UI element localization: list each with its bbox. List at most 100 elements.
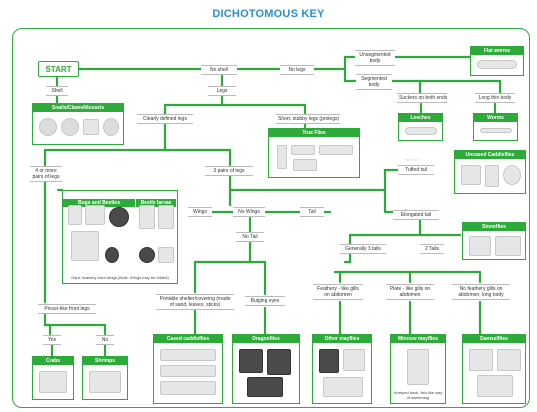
tail-label[interactable]: Tail <box>300 207 324 217</box>
no-label[interactable]: No <box>96 335 114 345</box>
card-title: Crabs <box>33 357 73 365</box>
start-node[interactable]: START <box>38 61 79 77</box>
four-or-more-legs-label[interactable]: 4 or more pairs of legs <box>30 166 62 182</box>
three-pairs-legs-label[interactable]: 3 pairs of legs <box>205 166 253 176</box>
card-title: Worms <box>474 114 517 122</box>
shell-illustration <box>103 118 119 136</box>
suckers-label[interactable]: Suckers on both ends <box>397 93 448 103</box>
card-title: Other mayflies <box>313 335 371 343</box>
fly-larva-1-illustration <box>277 145 287 169</box>
no-wings-label[interactable]: No Wings <box>233 207 265 217</box>
card-title: Shrimps <box>83 357 127 365</box>
elongated-tail-label[interactable]: Elongated tail <box>393 210 439 220</box>
no-legs-label[interactable]: No legs <box>280 65 314 75</box>
pincer-front-legs-label[interactable]: Pincer-like front legs <box>38 304 96 314</box>
card-title: Damselflies <box>463 335 525 343</box>
water-scorpion-illustration <box>71 231 99 261</box>
card-other-mayflies[interactable]: Other mayflies <box>312 334 372 404</box>
card-title: True Flies <box>269 129 359 137</box>
tufted-tail-label[interactable]: Tufted tail <box>398 165 434 175</box>
card-snails-clams-mussels[interactable]: Snails/Clams/Mussels <box>32 103 124 145</box>
card-uncased-caddisflies[interactable]: Uncased Caddisflies <box>454 150 526 194</box>
clam-illustration <box>61 118 79 136</box>
card-title: Uncased Caddisflies <box>455 151 525 159</box>
card-title: Snails/Clams/Mussels <box>33 104 123 112</box>
card-cased-caddisflies[interactable]: Cased caddisflies <box>153 334 223 404</box>
wings-label[interactable]: Wings <box>188 207 212 217</box>
yes-label[interactable]: Yes <box>43 335 61 345</box>
beetle-larva-3-illustration <box>158 247 174 263</box>
two-tails-label[interactable]: 2 Tails <box>420 244 444 254</box>
portable-shelter-label[interactable]: Portable shelter/covering (made of sand,… <box>156 294 234 310</box>
bulging-eyes-label[interactable]: Bulging eyes <box>245 296 285 306</box>
damselfly-3-illustration <box>477 375 513 397</box>
caddisfly-larva-3-illustration <box>503 165 521 185</box>
damselfly-1-illustration <box>469 349 493 371</box>
card-leeches[interactable]: Leeches <box>398 113 443 141</box>
fly-larva-3-illustration <box>319 145 353 155</box>
plate-gills-label[interactable]: Plate - like gills on abdomen <box>386 284 434 300</box>
cased-caddisfly-1-illustration <box>160 349 216 361</box>
shell-label[interactable]: Shell <box>46 86 68 96</box>
flatworm-illustration <box>477 60 517 69</box>
generally-3-tails-label[interactable]: Generally 3 tails <box>340 244 386 254</box>
card-title: Bugs and Beetles <box>63 199 135 207</box>
dragonfly-nymph-2-illustration <box>267 349 291 375</box>
card-dragonflies[interactable]: Dragonflies <box>232 334 300 404</box>
card-stoneflies[interactable]: Stoneflies <box>462 222 526 260</box>
card-title: Flat worms <box>471 47 523 55</box>
no-feathery-gills-label[interactable]: No feathery gills on abdomen; long body <box>452 284 510 300</box>
dragonfly-nymph-3-illustration <box>247 377 283 397</box>
minnow-note: Humped back, fish-like way of swimming <box>393 390 443 400</box>
card-title: Dragonflies <box>233 335 299 343</box>
worm-illustration <box>480 128 512 133</box>
card-title: Cased caddisflies <box>154 335 222 343</box>
key-frame <box>12 28 530 408</box>
card-true-flies[interactable]: True Flies <box>268 128 360 178</box>
mayfly-1-illustration <box>319 349 339 373</box>
clearly-defined-legs-label[interactable]: Clearly defined legs <box>137 114 193 124</box>
mussel-illustration <box>83 119 99 135</box>
legs-label[interactable]: Legs <box>208 86 236 96</box>
water-bug-illustration <box>68 205 82 225</box>
page-title: DICHOTOMOUS KEY <box>212 8 325 20</box>
long-thin-body-label[interactable]: Long thin body <box>475 93 515 103</box>
feathery-gills-label[interactable]: Feathery - like gills on abdomen <box>313 284 363 300</box>
card-title-beetle-larvae: Beetle larvae <box>135 199 176 207</box>
minnow-mayfly-illustration <box>407 349 429 385</box>
card-title: Minnow mayflies <box>391 335 445 343</box>
card-shrimps[interactable]: Shrimps <box>82 356 128 400</box>
segmented-body-label[interactable]: Segmented body <box>356 74 392 90</box>
bugs-note: Hard, leathery front wings (Note: Wings … <box>71 275 169 280</box>
card-flat-worms[interactable]: Flat worms <box>470 46 524 76</box>
water-strider-illustration <box>85 205 105 225</box>
mayfly-2-illustration <box>343 349 365 371</box>
dragonfly-nymph-1-illustration <box>239 349 263 373</box>
stonefly-2-illustration <box>495 236 521 256</box>
snail-illustration <box>39 118 57 136</box>
card-title: Stoneflies <box>463 223 525 231</box>
card-crabs[interactable]: Crabs <box>32 356 74 400</box>
beetle-larva-1-illustration <box>139 205 155 229</box>
card-title: Leeches <box>399 114 442 122</box>
no-tail-label[interactable]: No Tail <box>236 232 264 242</box>
beetle-3-illustration <box>139 247 155 263</box>
stonefly-1-illustration <box>469 236 491 256</box>
caddisfly-larva-1-illustration <box>461 165 481 185</box>
beetle-2-illustration <box>105 247 119 263</box>
unsegmented-body-label[interactable]: Unsegmented body <box>355 50 395 66</box>
card-worms[interactable]: Worms <box>473 113 518 141</box>
damselfly-2-illustration <box>497 349 521 371</box>
short-stubby-legs-label[interactable]: Short, stubby legs (prolegs) <box>276 114 340 124</box>
beetle-1-illustration <box>109 207 129 227</box>
leech-illustration <box>405 127 437 135</box>
caddisfly-larva-2-illustration <box>485 165 499 187</box>
card-damselflies[interactable]: Damselflies <box>462 334 526 404</box>
card-minnow-mayflies[interactable]: Minnow mayflies Humped back, fish-like w… <box>390 334 446 404</box>
cased-caddisfly-2-illustration <box>160 365 216 377</box>
no-shell-label[interactable]: No shell <box>201 65 237 75</box>
fly-larva-2-illustration <box>291 145 315 155</box>
beetle-larva-2-illustration <box>158 205 174 229</box>
shrimp-illustration <box>89 371 121 393</box>
